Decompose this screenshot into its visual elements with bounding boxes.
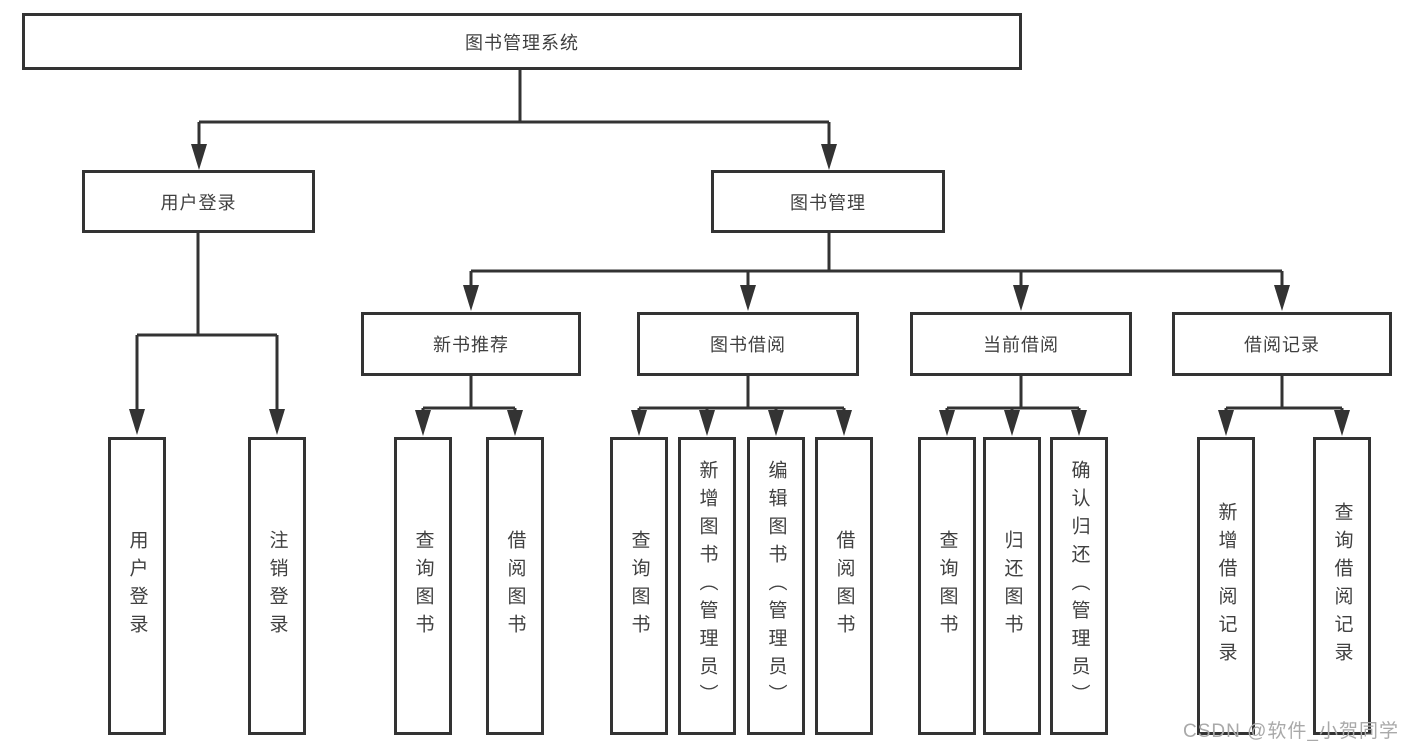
node-br-add-label: 新增借阅记录 [1215, 502, 1237, 670]
node-login: 用户登录 [108, 437, 166, 735]
node-bb-edit-label: 编辑图书（管理员） [765, 460, 787, 712]
node-book-borrow: 图书借阅 [637, 312, 859, 376]
node-br-query: 查询借阅记录 [1313, 437, 1371, 735]
arrowhead [740, 285, 756, 311]
node-cb-confirm-label: 确认归还（管理员） [1068, 460, 1090, 712]
node-bb-borrow-label: 借阅图书 [833, 530, 855, 642]
node-rec-borrow: 借阅图书 [486, 437, 544, 735]
connector-borrow-record-to-children [1224, 376, 1344, 414]
node-br-add: 新增借阅记录 [1197, 437, 1255, 735]
node-root: 图书管理系统 [22, 13, 1022, 70]
node-cb-query-label: 查询图书 [936, 530, 958, 642]
arrowhead [836, 410, 852, 436]
connector-user-login-to-children [135, 233, 279, 412]
arrowhead [191, 144, 207, 170]
arrowhead [1013, 285, 1029, 311]
arrowhead [507, 410, 523, 436]
arrowhead [939, 410, 955, 436]
arrowhead [699, 410, 715, 436]
arrowhead [1004, 410, 1020, 436]
arrowhead [821, 144, 837, 170]
node-login-label: 用户登录 [126, 530, 148, 642]
node-logout-label: 注销登录 [266, 530, 288, 642]
connector-book-borrow-to-children [637, 376, 846, 414]
node-bb-edit: 编辑图书（管理员） [747, 437, 805, 735]
node-bb-query-label: 查询图书 [628, 530, 650, 642]
node-user-login: 用户登录 [82, 170, 315, 233]
connector-root-to-level2 [197, 70, 831, 146]
node-new-book-rec: 新书推荐 [361, 312, 581, 376]
arrowhead [1334, 410, 1350, 436]
node-book-borrow-label: 图书借阅 [710, 335, 786, 355]
node-logout: 注销登录 [248, 437, 306, 735]
node-borrow-record: 借阅记录 [1172, 312, 1392, 376]
arrowhead [129, 409, 145, 435]
node-cb-return-label: 归还图书 [1001, 530, 1023, 642]
node-book-mgmt-label: 图书管理 [790, 192, 866, 213]
node-bb-add-label: 新增图书（管理员） [696, 460, 718, 712]
arrowhead [1071, 410, 1087, 436]
connector-new-book-rec-to-children [421, 376, 517, 414]
node-current-borrow: 当前借阅 [910, 312, 1132, 376]
node-root-label: 图书管理系统 [465, 32, 579, 53]
node-bb-add: 新增图书（管理员） [678, 437, 736, 735]
node-current-borrow-label: 当前借阅 [983, 335, 1059, 355]
node-book-mgmt: 图书管理 [711, 170, 945, 233]
node-new-book-rec-label: 新书推荐 [433, 335, 509, 355]
node-user-login-label: 用户登录 [160, 192, 237, 213]
csdn-watermark: CSDN @软件_小贺同学 [1183, 721, 1399, 742]
node-bb-query: 查询图书 [610, 437, 668, 735]
arrowhead [768, 410, 784, 436]
node-borrow-record-label: 借阅记录 [1244, 335, 1320, 355]
node-cb-query: 查询图书 [918, 437, 976, 735]
node-rec-borrow-label: 借阅图书 [504, 530, 526, 642]
arrowhead [1218, 410, 1234, 436]
node-bb-borrow: 借阅图书 [815, 437, 873, 735]
connector-current-borrow-to-children [945, 376, 1081, 414]
node-rec-query: 查询图书 [394, 437, 452, 735]
arrowhead [1274, 285, 1290, 311]
arrowhead [415, 410, 431, 436]
arrowhead [269, 409, 285, 435]
arrowhead [631, 410, 647, 436]
arrowhead [463, 285, 479, 311]
node-rec-query-label: 查询图书 [412, 530, 434, 642]
node-br-query-label: 查询借阅记录 [1331, 502, 1353, 670]
node-cb-return: 归还图书 [983, 437, 1041, 735]
connector-book-mgmt-to-children [469, 233, 1284, 289]
node-cb-confirm: 确认归还（管理员） [1050, 437, 1108, 735]
